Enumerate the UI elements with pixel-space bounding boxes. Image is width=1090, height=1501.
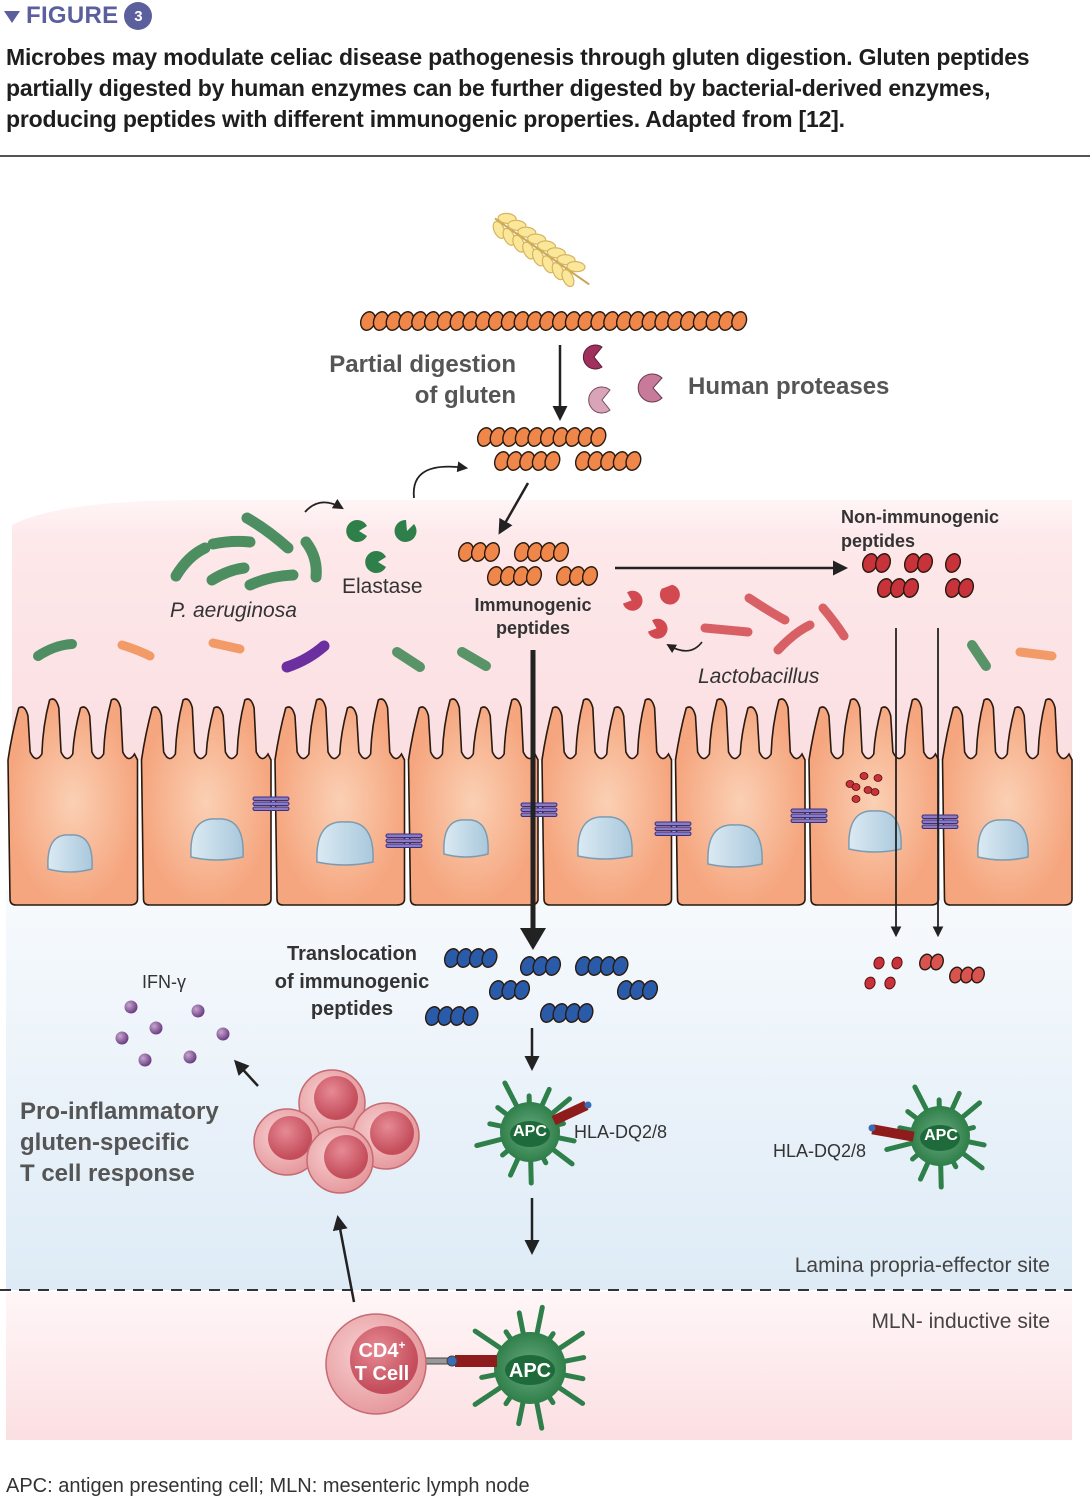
partial-digestion-label: Partial digestion bbox=[329, 351, 516, 378]
cell-nucleus bbox=[708, 825, 762, 867]
human-proteases-label: Human proteases bbox=[688, 373, 889, 400]
pro-inflammatory-label-3: T cell response bbox=[20, 1160, 195, 1187]
human-protease-enzymes bbox=[583, 345, 662, 413]
ifn-gamma-dot bbox=[217, 1028, 230, 1041]
cd4-label: CD4+ bbox=[358, 1338, 405, 1362]
immunogenic-label: Immunogenic bbox=[474, 595, 591, 615]
elastase-label: Elastase bbox=[342, 575, 423, 598]
ifn-gamma-dot bbox=[192, 1005, 205, 1018]
gluten-protein-chain bbox=[358, 310, 749, 333]
immunogenic-label-2: peptides bbox=[496, 618, 570, 638]
ifn-gamma-label: IFN-γ bbox=[142, 972, 186, 992]
wheat-icon bbox=[486, 205, 599, 297]
lamina-propria-region bbox=[6, 890, 1072, 1290]
pro-inflammatory-label: Pro-inflammatory bbox=[20, 1098, 219, 1125]
ifn-gamma-dot bbox=[150, 1022, 163, 1035]
translocation-label: Translocation bbox=[287, 943, 417, 965]
cell-nucleus bbox=[444, 820, 488, 857]
ifn-gamma-dot bbox=[125, 1001, 138, 1014]
cell-nucleus bbox=[48, 835, 92, 872]
partially-digested-gluten bbox=[475, 426, 643, 473]
tight-junction bbox=[655, 822, 691, 836]
tight-junction bbox=[791, 809, 827, 823]
ifn-gamma-dot bbox=[139, 1054, 152, 1067]
apc-label-mln: APC bbox=[509, 1360, 551, 1382]
translocation-label-3: peptides bbox=[311, 998, 393, 1020]
ifn-gamma-dot bbox=[116, 1032, 129, 1045]
tight-junction bbox=[521, 803, 557, 817]
hla-label: HLA-DQ2/8 bbox=[574, 1122, 667, 1142]
non-immunogenic-label-2: peptides bbox=[841, 531, 915, 551]
non-immunogenic-label: Non-immunogenic bbox=[841, 507, 999, 527]
celiac-diagram: Partial digestion of gluten Human protea… bbox=[0, 0, 1090, 1470]
p-aeruginosa-label: P. aeruginosa bbox=[170, 599, 297, 622]
cell-nucleus bbox=[849, 811, 901, 852]
ifn-gamma-dot bbox=[184, 1051, 197, 1064]
apc-label-right: APC bbox=[924, 1127, 958, 1144]
footnote: APC: antigen presenting cell; MLN: mesen… bbox=[6, 1475, 530, 1498]
cell-nucleus bbox=[978, 820, 1028, 860]
lactobacillus-label: Lactobacillus bbox=[698, 665, 820, 688]
translocation-label-2: of immunogenic bbox=[275, 971, 429, 993]
cell-nucleus bbox=[191, 819, 243, 860]
cell-nucleus bbox=[578, 817, 632, 859]
hla-label-right: HLA-DQ2/8 bbox=[773, 1141, 866, 1161]
elastase-curve-arrow bbox=[414, 467, 466, 498]
partial-digestion-label-2: of gluten bbox=[415, 382, 516, 409]
cd4-label-2: T Cell bbox=[355, 1363, 409, 1385]
tight-junction bbox=[922, 815, 958, 829]
tight-junction bbox=[253, 797, 289, 811]
tight-junction bbox=[386, 834, 422, 848]
apc-label: APC bbox=[513, 1123, 547, 1140]
mln-site-label: MLN- inductive site bbox=[871, 1310, 1050, 1333]
cell-nucleus bbox=[317, 822, 373, 865]
lamina-propria-label: Lamina propria-effector site bbox=[795, 1254, 1050, 1277]
pro-inflammatory-label-2: gluten-specific bbox=[20, 1129, 189, 1156]
